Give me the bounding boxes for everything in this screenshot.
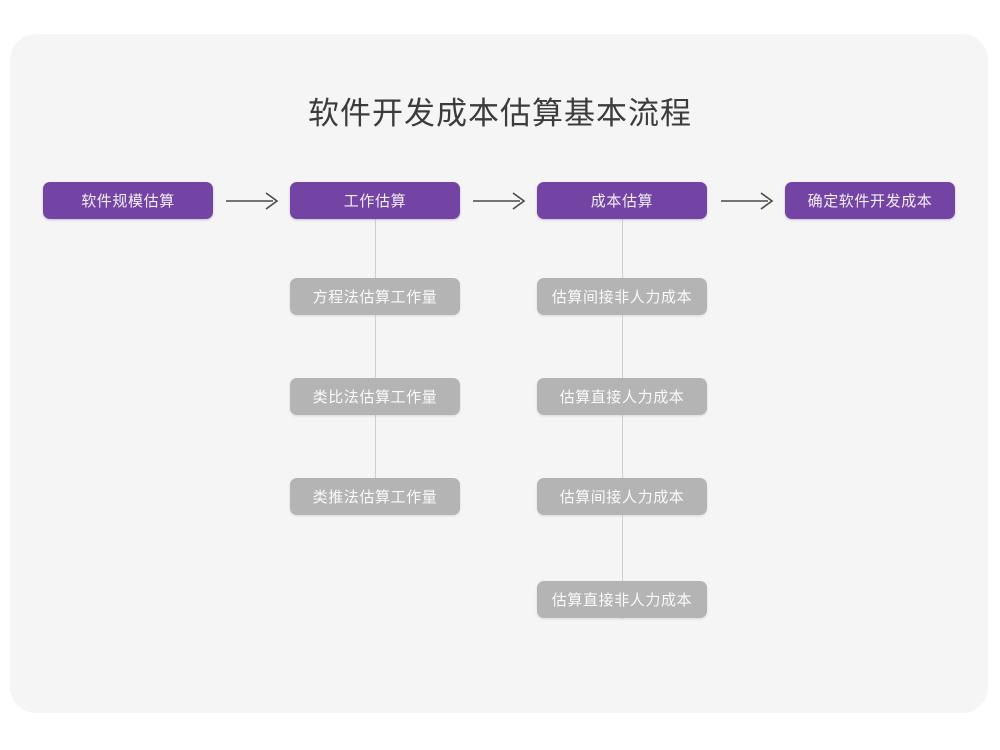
arrow-right-icon <box>720 190 776 212</box>
cost-item-indirect-labor[interactable]: 估算间接人力成本 <box>537 478 707 515</box>
connector-line-cost-branch <box>622 219 623 619</box>
flow-step-cost[interactable]: 成本估算 <box>537 182 707 219</box>
flow-step-final-cost[interactable]: 确定软件开发成本 <box>785 182 955 219</box>
cost-item-direct-non-labor[interactable]: 估算直接非人力成本 <box>537 581 707 618</box>
arrow-right-icon <box>472 190 528 212</box>
arrow-right-icon <box>225 190 281 212</box>
connector-line-effort-branch <box>375 219 376 515</box>
effort-method-equation[interactable]: 方程法估算工作量 <box>290 278 460 315</box>
effort-method-analogy[interactable]: 类比法估算工作量 <box>290 378 460 415</box>
content-card <box>10 34 988 713</box>
flow-step-scale[interactable]: 软件规模估算 <box>43 182 213 219</box>
cost-item-direct-labor[interactable]: 估算直接人力成本 <box>537 378 707 415</box>
page-title: 软件开发成本估算基本流程 <box>308 96 692 131</box>
effort-method-extrapolation[interactable]: 类推法估算工作量 <box>290 478 460 515</box>
cost-item-indirect-non-labor[interactable]: 估算间接非人力成本 <box>537 278 707 315</box>
flow-step-effort[interactable]: 工作估算 <box>290 182 460 219</box>
